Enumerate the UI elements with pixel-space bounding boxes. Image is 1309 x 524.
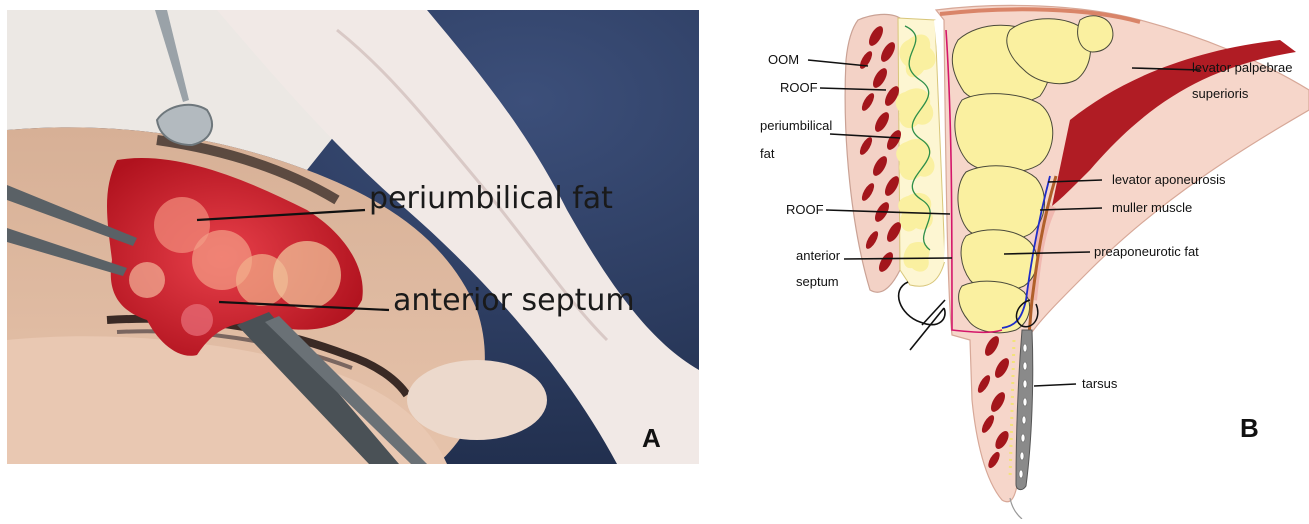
panel-b-diagram: OOM ROOF periumbilical fat ROOF anterior…: [740, 0, 1309, 519]
label-anterior-septum: anterior septum: [393, 283, 635, 318]
label-muller-muscle: muller muscle: [1112, 200, 1192, 215]
label-periumbilical-line1: periumbilical: [760, 118, 832, 133]
label-periumbilical-fat: periumbilical fat: [369, 181, 613, 216]
panel-a-photo: periumbilical fat anterior septum A: [7, 10, 699, 464]
label-levator-aponeurosis: levator aponeurosis: [1112, 172, 1226, 187]
anterior-lamella: [845, 14, 900, 292]
label-levator-line2: superioris: [1192, 86, 1249, 101]
label-anterior-septum-line2: septum: [796, 274, 839, 289]
eyelid-anatomy-diagram: OOM ROOF periumbilical fat ROOF anterior…: [740, 0, 1309, 519]
label-roof-mid: ROOF: [786, 202, 824, 217]
label-tarsus: tarsus: [1082, 376, 1118, 391]
panel-letter-b: B: [1240, 413, 1259, 443]
label-preaponeurotic-fat: preaponeurotic fat: [1094, 244, 1199, 259]
label-levator-line1: levator palpebrae: [1192, 60, 1292, 75]
surgical-photo: periumbilical fat anterior septum A: [7, 10, 699, 464]
label-anterior-septum-line1: anterior: [796, 248, 841, 263]
panel-letter-a: A: [642, 423, 661, 453]
label-roof-top: ROOF: [780, 80, 818, 95]
label-oom: OOM: [768, 52, 799, 67]
label-periumbilical-line2: fat: [760, 146, 775, 161]
